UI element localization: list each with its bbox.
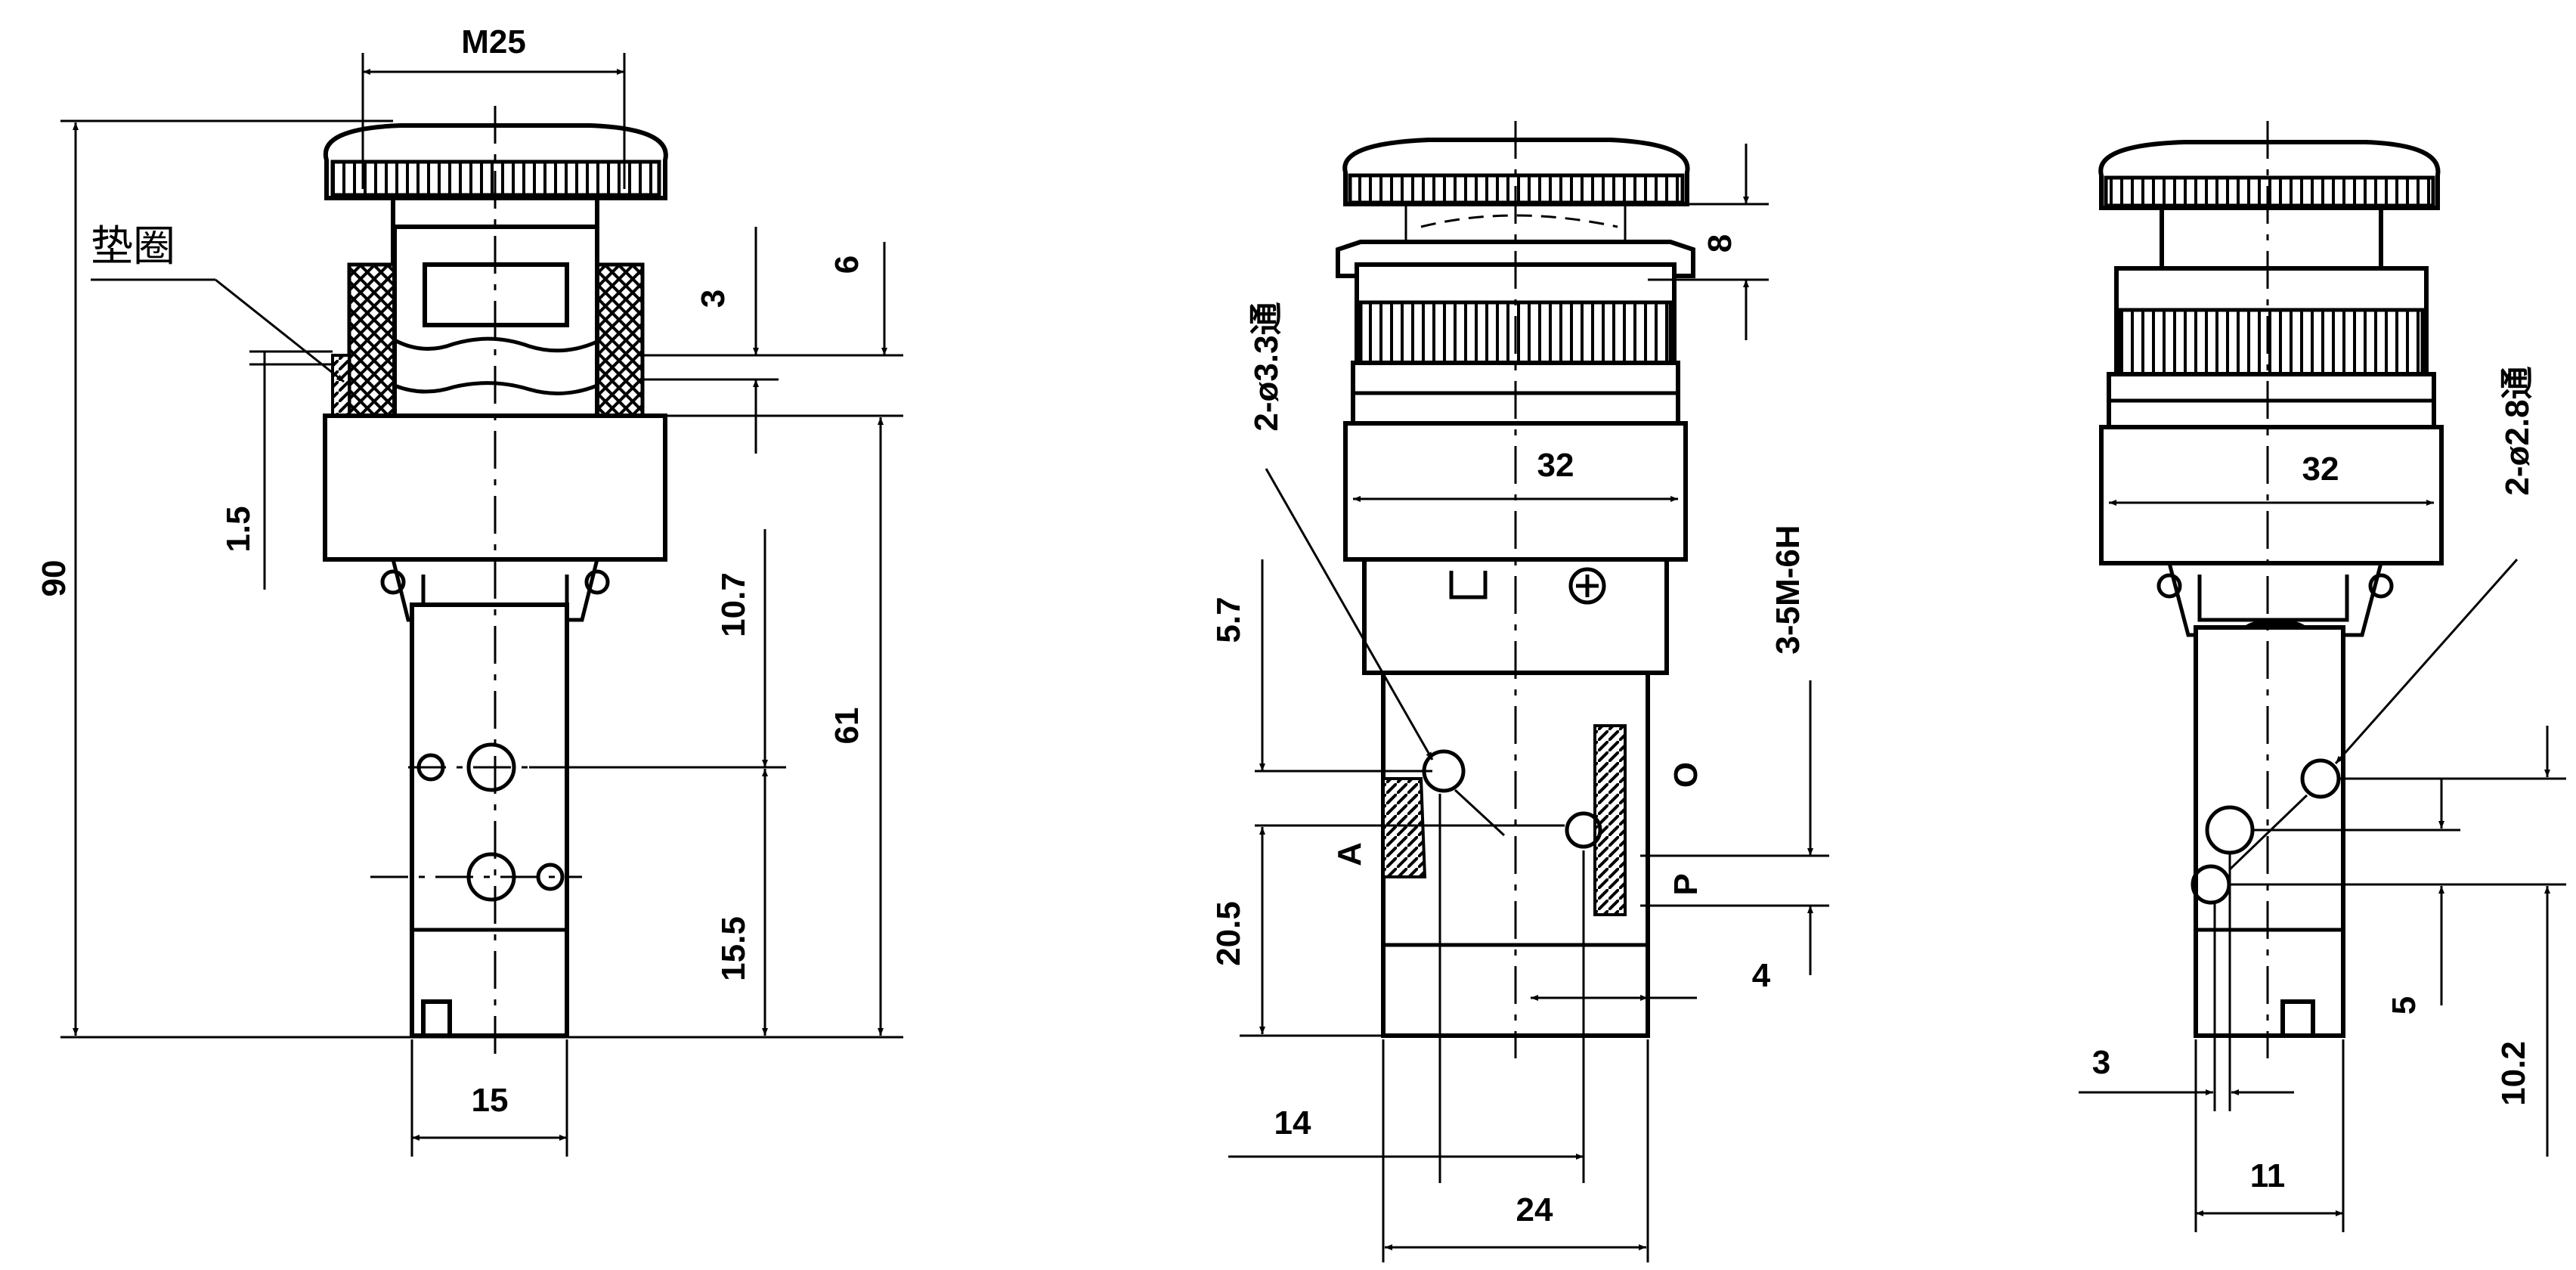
front-dim-overall-height: 90 bbox=[36, 560, 73, 597]
side-dim-diameter: 32 bbox=[1537, 447, 1574, 484]
front-view: M25 90 垫圈 1.5 3 6 61 10.7 15.5 bbox=[36, 23, 903, 1157]
rear-dim-mount-holes: 2-ø2.8通 bbox=[2499, 366, 2536, 495]
rear-collar-knurl bbox=[2118, 308, 2425, 376]
side-view: O A P 8 2-ø3.3通 32 3-5M-6H 5.7 20.5 4 bbox=[1210, 121, 1829, 1262]
front-washer bbox=[331, 354, 351, 417]
side-fastener bbox=[1568, 567, 1606, 605]
front-dim-body-height: 61 bbox=[828, 708, 865, 745]
rear-dim-width: 11 bbox=[2250, 1157, 2286, 1194]
side-dim-port-a-height: 20.5 bbox=[1210, 901, 1247, 966]
side-port-outlet-label: A bbox=[1331, 842, 1368, 866]
front-dim-thread: M25 bbox=[461, 23, 526, 60]
side-port-exhaust-label: O bbox=[1667, 762, 1704, 788]
side-dim-port-a-offset: 5.7 bbox=[1210, 596, 1247, 643]
rear-dim-hole-offset: 5 bbox=[2386, 996, 2423, 1014]
side-dim-button-travel: 8 bbox=[1701, 234, 1738, 252]
front-dim-lower-port: 15.5 bbox=[715, 916, 752, 981]
front-dim-washer-offset: 1.5 bbox=[220, 506, 257, 552]
side-port-hole-2 bbox=[1565, 811, 1602, 849]
front-dim-upper-port: 10.7 bbox=[715, 572, 752, 637]
front-dim-width: 15 bbox=[472, 1082, 509, 1119]
rear-dim-edge-offset: 3 bbox=[2092, 1044, 2110, 1081]
side-dim-mount-holes: 2-ø3.3通 bbox=[1248, 302, 1285, 431]
rear-dim-diameter: 32 bbox=[2302, 451, 2339, 488]
side-dim-ports: 3-5M-6H bbox=[1769, 525, 1807, 654]
front-port-upper bbox=[466, 742, 516, 792]
front-seal-right bbox=[595, 262, 645, 418]
side-cut-a bbox=[1382, 777, 1427, 878]
front-dim-cap-height: 6 bbox=[828, 256, 865, 274]
rear-button-knurl bbox=[2104, 175, 2435, 208]
rear-dim-hole-height: 10.2 bbox=[2495, 1041, 2532, 1106]
side-dim-port-p-offset: 4 bbox=[1752, 957, 1771, 994]
front-washer-label: 垫圈 bbox=[91, 222, 175, 270]
side-dim-width: 24 bbox=[1516, 1191, 1553, 1228]
side-port-inlet-label: P bbox=[1667, 873, 1704, 895]
rear-hole-upper bbox=[2300, 758, 2341, 799]
rear-view: 32 2-ø2.8通 5 10.2 3 11 bbox=[2079, 121, 2566, 1232]
side-dim-half-width: 14 bbox=[1274, 1104, 1311, 1141]
front-seal-left bbox=[347, 262, 397, 418]
front-dim-seal-gap: 3 bbox=[695, 290, 732, 308]
side-cut-p bbox=[1593, 724, 1627, 916]
